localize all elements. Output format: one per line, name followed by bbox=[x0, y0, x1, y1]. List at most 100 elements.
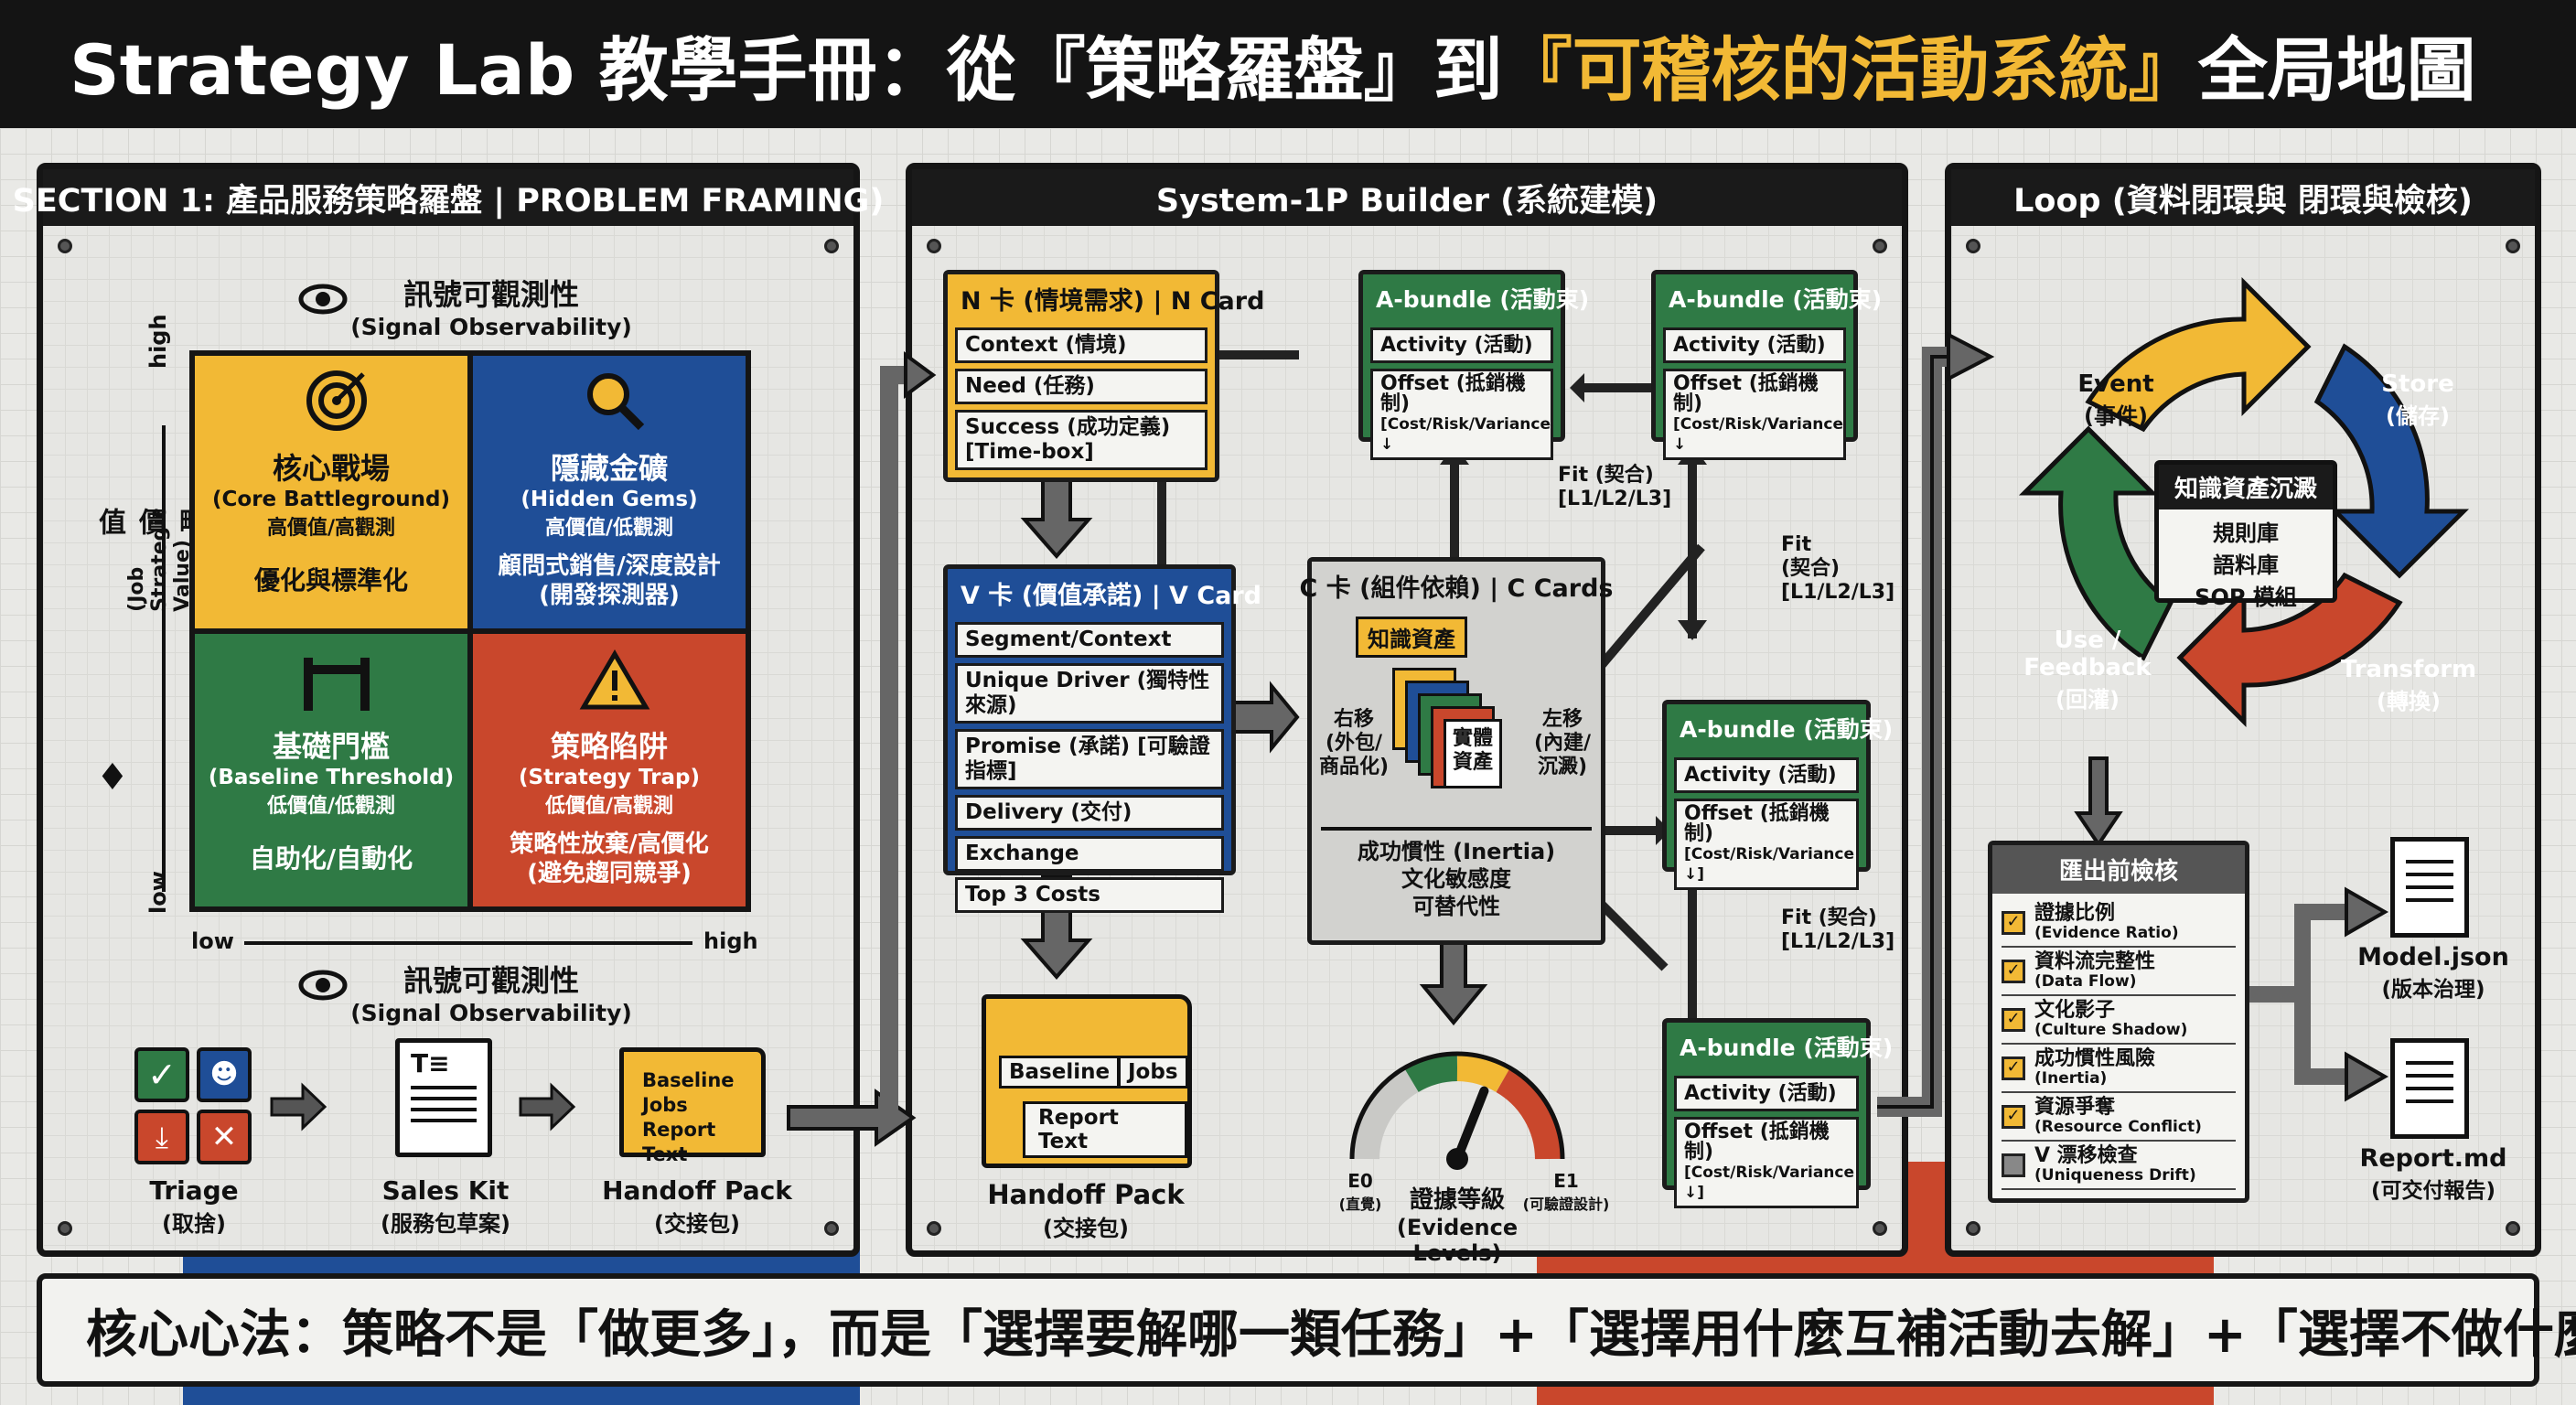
a-bundle-offset: Offset (抵銷機制)[Cost/Risk/Variance ↓] bbox=[1674, 1117, 1859, 1208]
a-bundle-offset: Offset (抵銷機制)[Cost/Risk/Variance ↓ bbox=[1663, 369, 1846, 460]
magnifier-icon bbox=[587, 373, 645, 431]
gauge-e0: E0 (直覺) bbox=[1333, 1170, 1388, 1214]
flow-label: Triage bbox=[149, 1175, 239, 1206]
n-card-row: Need (任務) bbox=[955, 369, 1208, 404]
quadrant-core-battleground: 核心戰場 (Core Battleground) 高價值/高觀測 優化與標準化 bbox=[189, 350, 473, 634]
y-axis-line bbox=[162, 425, 166, 892]
a-bundle-activity: Activity (活動) bbox=[1370, 327, 1553, 363]
checkbox-checked-icon: ✓ bbox=[2002, 1007, 2025, 1032]
bolt bbox=[824, 1221, 839, 1236]
sales-kit-label: Sales Kit (服務包草案) bbox=[354, 1175, 537, 1238]
a-bundle-title: A-bundle (活動束) bbox=[1669, 286, 1883, 313]
checklist-zh: 資源爭奪 bbox=[2034, 1096, 2116, 1119]
cycle-label: Event bbox=[2077, 370, 2154, 398]
builder-panel: System-1P Builder (系統建模) bbox=[906, 163, 1908, 1266]
checklist-en: (Evidence Ratio) bbox=[2034, 924, 2179, 942]
flow-arrow bbox=[270, 1082, 327, 1132]
a-bundle-title: A-bundle (活動束) bbox=[1376, 286, 1590, 313]
loop-header: Loop (資料閉環與 閉環與檢核) bbox=[1951, 169, 2535, 226]
a-bundle: A-bundle (活動束) Activity (活動) Offset (抵銷機… bbox=[1358, 270, 1590, 460]
quadrant-en: (Baseline Threshold) bbox=[208, 766, 455, 789]
gauge-needle bbox=[1453, 1086, 1489, 1164]
loop-panel: Loop (資料閉環與 閉環與檢核) Event (事件) Store (儲存)… bbox=[1945, 163, 2541, 1257]
knowledge-asset-tag: 知識資產 bbox=[1356, 617, 1467, 658]
eye-icon bbox=[298, 284, 348, 315]
v-card-row: Exchange bbox=[955, 836, 1224, 872]
a-bundle: A-bundle (活動束) Activity (活動) Offset (抵銷機… bbox=[1662, 1018, 1893, 1208]
n-card-row: Context (情境) bbox=[955, 327, 1208, 363]
checklist-zh: 文化影子 bbox=[2034, 999, 2116, 1022]
target-icon bbox=[306, 370, 367, 431]
flow-label: Handoff Pack bbox=[602, 1175, 792, 1206]
checklist-zh: 證據比例 bbox=[2034, 902, 2116, 925]
checklist-items: ✓證據比例(Evidence Ratio)✓資料流完整性(Data Flow)✓… bbox=[1992, 894, 2245, 1196]
checkbox-checked-icon: ✓ bbox=[2002, 1104, 2025, 1129]
checklist-item: ✓文化影子(Culture Shadow) bbox=[2002, 996, 2236, 1045]
v-card-row: Delivery (交付) bbox=[955, 795, 1224, 831]
gauge-title: 證據等級 bbox=[1409, 1186, 1505, 1214]
quadrant-hidden-gems: 隱藏金礦 (Hidden Gems) 高價值/低觀測 顧問式銷售/深度設計 (開… bbox=[467, 350, 751, 634]
checklist-zh: V 漂移檢查 bbox=[2034, 1144, 2138, 1167]
flow-sub: (交接包) bbox=[654, 1211, 740, 1237]
flow-sub: (服務包草案) bbox=[381, 1211, 510, 1237]
bottom-axis-en: (Signal Observability) bbox=[350, 1000, 632, 1026]
checkbox-checked-icon: ✓ bbox=[2002, 910, 2025, 935]
top-axis-en: (Signal Observability) bbox=[350, 314, 632, 340]
fit-label: Fit (契合) [L1/L2/L3] bbox=[1781, 906, 1895, 953]
a-bundle-offset: Offset (抵銷機制)[Cost/Risk/Variance ↓ bbox=[1370, 369, 1553, 460]
diamond-icon: ♦ bbox=[96, 756, 129, 799]
a-bundle-title: A-bundle (活動束) bbox=[1680, 716, 1894, 743]
bottom-axis-zh: 訊號可觀測性 bbox=[402, 963, 579, 998]
bolt bbox=[1966, 239, 1980, 253]
folder-tag: Baseline bbox=[999, 1056, 1121, 1089]
cycle-transform: Transform (轉換) bbox=[2335, 656, 2482, 715]
checkbox-empty-icon bbox=[2002, 1153, 2025, 1177]
quadrant-action: 策略性放棄/高價化 (避免趨同競爭) bbox=[510, 831, 709, 887]
builder-header: System-1P Builder (系統建模) bbox=[912, 169, 1902, 226]
export-checklist: 匯出前檢核 ✓證據比例(Evidence Ratio)✓資料流完整性(Data … bbox=[1988, 841, 2249, 1203]
title-part1: Strategy Lab 教學手冊：從『策略羅盤』到 bbox=[70, 29, 1503, 111]
section1-header: SECTION 1: 產品服務策略羅盤 | PROBLEM FRAMING) bbox=[13, 169, 884, 226]
x-icon: ✕ bbox=[197, 1110, 252, 1164]
model-file-icon bbox=[2390, 837, 2469, 938]
quadrant-title: 核心戰場 bbox=[272, 451, 390, 486]
section1-panel: SECTION 1: 產品服務策略羅盤 | PROBLEM FRAMING) 訊… bbox=[13, 163, 884, 1257]
evidence-gauge bbox=[1349, 1051, 1565, 1170]
x-axis-high: high bbox=[703, 928, 758, 954]
bolt bbox=[2506, 239, 2520, 253]
gauge-e1-label: E1 bbox=[1553, 1170, 1579, 1192]
folder-tag: Report Text bbox=[1023, 1101, 1187, 1158]
branch-arrows bbox=[2248, 886, 2389, 1102]
triage-icon: ✓ ☻ ⤓ ✕ bbox=[134, 1047, 253, 1166]
quadrant-sub: 低價值/高觀測 bbox=[544, 795, 674, 818]
output-label: Report.md bbox=[2359, 1144, 2507, 1173]
cycle-sub: (儲存) bbox=[2386, 403, 2450, 429]
document-icon: T≡ bbox=[395, 1038, 492, 1157]
y-axis-en: (Job Strategic Value) bbox=[125, 508, 194, 612]
bottom-axis-label: 訊號可觀測性 (Signal Observability) bbox=[298, 958, 674, 1026]
title-highlight: 『可稽核的活動系統』 bbox=[1502, 29, 2198, 111]
top-axis-zh: 訊號可觀測性 bbox=[402, 277, 579, 312]
checkbox-checked-icon: ✓ bbox=[2002, 959, 2025, 983]
fit-label: Fit (契合) [L1/L2/L3] bbox=[1558, 464, 1672, 510]
robot-icon: ☻ bbox=[197, 1047, 252, 1102]
check-icon: ✓ bbox=[134, 1047, 189, 1102]
gauge-label: 證據等級 (Evidence Levels) bbox=[1366, 1181, 1549, 1266]
checklist-en: (Resource Conflict) bbox=[2034, 1118, 2202, 1136]
folder-icon: Baseline Jobs Report Text bbox=[619, 1047, 766, 1165]
quadrant-title: 隱藏金礦 bbox=[550, 451, 668, 486]
checklist-item: ✓成功慣性風險(Inertia) bbox=[2002, 1045, 2236, 1093]
title-bar: Strategy Lab 教學手冊：從『策略羅盤』到 『可稽核的活動系統』 全局… bbox=[0, 0, 2576, 128]
checklist-zh: 成功慣性風險 bbox=[2034, 1047, 2156, 1070]
checklist-en: (Data Flow) bbox=[2034, 972, 2137, 991]
eye-icon bbox=[298, 970, 348, 1001]
top-axis-label: 訊號可觀測性 (Signal Observability) bbox=[298, 272, 674, 340]
cycle-sub: (轉換) bbox=[2377, 689, 2441, 714]
output-sub: (可交付報告) bbox=[2370, 1179, 2496, 1203]
core-principle-banner: 核心心法：策略不是「做更多」，而是「選擇要解哪一類任務」+「選擇用什麼互補活動去… bbox=[37, 1273, 2576, 1387]
model-output: Model.json (版本治理) bbox=[2346, 943, 2520, 1003]
quadrant-action: 顧問式銷售/深度設計 (開發探測器) bbox=[498, 552, 721, 609]
checkbox-checked-icon: ✓ bbox=[2002, 1056, 2025, 1080]
cycle-sub: (回灌) bbox=[2055, 687, 2120, 713]
v-card-title: V 卡 (價值承諾) | V Card bbox=[961, 581, 1262, 610]
